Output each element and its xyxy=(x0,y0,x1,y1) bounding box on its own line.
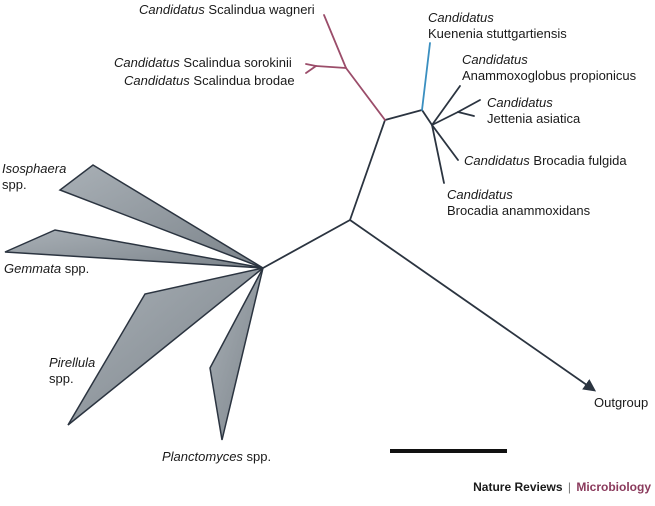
branch-fulgida xyxy=(431,124,459,161)
label-gemmata: Gemmata spp. xyxy=(4,261,90,276)
label-jettenia-asiatica: Candidatus Jettenia asiatica xyxy=(487,95,581,126)
clade-planctomyces xyxy=(209,267,264,441)
branch-anammoxoglobus xyxy=(431,85,461,126)
label-isosphaera: Isosphaera spp. xyxy=(2,161,67,192)
label-scalindua-brodae: Candidatus Scalindua brodae xyxy=(124,73,295,88)
label-brocadia-anammoxidans: Candidatus Brocadia anammoxidans xyxy=(447,187,591,218)
branch-kuenenia xyxy=(421,42,431,111)
label-outgroup: Outgroup xyxy=(594,395,649,410)
label-brocadia-fulgida: Candidatus Brocadia fulgida xyxy=(464,153,627,168)
label-scalindua-sorokinii: Candidatus Scalindua sorokinii xyxy=(114,55,292,70)
journal-credit: Nature Reviews | Microbiology xyxy=(473,480,651,494)
clade-pirellula xyxy=(67,267,264,426)
branch-jettenia-sister xyxy=(457,111,475,117)
branch-scalindua-pair xyxy=(315,65,347,69)
branch-brocadiaceae-stem xyxy=(384,109,423,121)
label-kuenenia-stuttgartiensis: Candidatus Kuenenia stuttgartiensis xyxy=(428,10,567,41)
branch-scalindua-stem xyxy=(345,67,386,121)
label-anammoxoglobus-propionicus: Candidatus Anammoxoglobus propionicus xyxy=(462,52,637,83)
branch-jettenia xyxy=(457,99,481,113)
branch-anammox-stem xyxy=(349,119,386,221)
branch-brocadia-clade xyxy=(421,109,433,126)
credit-separator: | xyxy=(567,480,571,494)
credit-journal: Nature Reviews xyxy=(473,480,563,494)
branch-scalindua-wagneri xyxy=(323,14,347,69)
branch-anammoxidans xyxy=(431,124,445,184)
branch-scalindua-sorokinii xyxy=(305,63,317,67)
label-pirellula: Pirellula spp. xyxy=(49,355,96,386)
credit-section: Microbiology xyxy=(576,480,651,494)
branch-scalindua-brodae xyxy=(305,65,317,74)
label-planctomyces: Planctomyces spp. xyxy=(162,449,272,464)
clade-isosphaera xyxy=(58,164,264,269)
branch-root-backbone xyxy=(262,219,351,269)
clade-gemmata xyxy=(4,229,264,269)
branch-outgroup xyxy=(349,219,597,392)
label-scalindua-wagneri: Candidatus Scalindua wagneri xyxy=(139,2,315,17)
branch-jettenia-node xyxy=(431,111,459,126)
